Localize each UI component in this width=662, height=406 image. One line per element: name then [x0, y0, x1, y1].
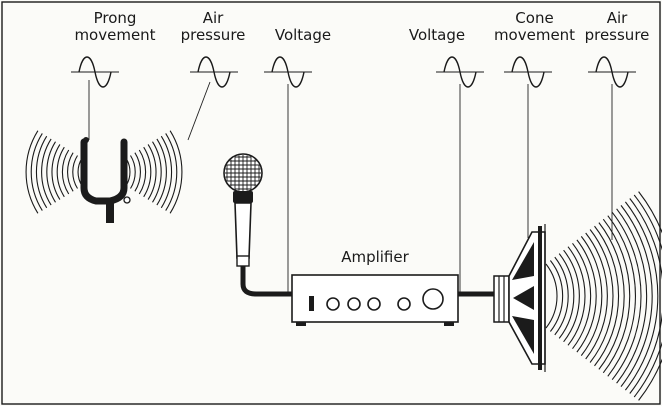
sound-wave-arc: [152, 141, 162, 203]
sound-wave-arc: [41, 138, 52, 206]
sine-wave-icon: [264, 56, 312, 88]
sine-wave-icon: [436, 56, 484, 88]
sound-wave-arc: [624, 201, 659, 391]
sound-wave-arc: [580, 236, 603, 356]
sound-wave-arc: [56, 146, 65, 198]
sound-wave-arc: [46, 141, 56, 203]
sound-wave-arc: [35, 135, 48, 209]
label-cone-movement: Cone movement: [482, 10, 587, 44]
mic-grille: [225, 155, 261, 191]
sound-wave-arc: [130, 155, 136, 189]
label-cone-line1: Cone: [515, 9, 554, 27]
sound-wave-arc: [638, 191, 662, 401]
sound-wave-arc: [567, 246, 586, 346]
amplifier-icon: [291, 274, 459, 326]
label-air-right-line2: pressure: [584, 26, 650, 44]
sine-wave-icon: [504, 56, 552, 88]
sound-wave-arc: [147, 144, 157, 200]
sound-wave-arc: [72, 155, 78, 189]
sound-wave-arc: [160, 135, 173, 209]
sound-wave-arc: [61, 149, 70, 195]
sound-wave-arc: [165, 133, 178, 211]
sound-wave-arc: [51, 144, 61, 200]
sound-waves-speaker: [545, 191, 662, 401]
label-air-right-line1: Air: [606, 9, 628, 27]
sound-wave-arc: [138, 149, 147, 195]
sound-wave-arc: [169, 130, 183, 214]
sound-wave-arc: [549, 260, 564, 332]
sound-wave-arc: [545, 263, 558, 329]
sound-wave-arc: [563, 249, 580, 343]
sound-wave-arc: [602, 218, 631, 374]
sound-wave-arc: [134, 152, 141, 192]
sound-wave-arc: [611, 211, 642, 381]
sound-wave-arc: [598, 222, 625, 370]
sound-wave-arc: [607, 215, 636, 377]
leader-air-left: [187, 81, 211, 141]
sound-wave-arc: [156, 138, 167, 206]
sound-wave-arc: [558, 253, 575, 339]
microphone-icon: [223, 153, 263, 267]
sound-wave-arc: [67, 152, 74, 192]
label-voltage-right: Voltage: [408, 26, 466, 44]
sine-wave-icon: [71, 56, 119, 88]
sound-wave-arc: [633, 194, 662, 398]
sound-wave-arc: [576, 239, 597, 353]
tuning-fork-icon: [80, 137, 131, 223]
label-air-pressure-left: Air pressure: [168, 10, 258, 44]
sound-waves-fork-right: [125, 130, 183, 214]
sound-wave-arc: [30, 133, 43, 211]
mic-cable: [240, 266, 292, 297]
sound-wave-arc: [143, 146, 152, 198]
label-prong-line2: movement: [74, 26, 156, 44]
label-cone-line2: movement: [493, 26, 576, 44]
sound-wave-arc: [25, 130, 39, 214]
sound-wave-arc: [629, 198, 662, 394]
sine-wave-icon: [190, 56, 238, 88]
label-prong-line1: Prong: [93, 9, 137, 27]
sound-wave-arc: [620, 205, 653, 387]
sine-wave-icon: [588, 56, 636, 88]
sound-wave-arc: [589, 229, 614, 363]
sound-wave-arc: [594, 225, 620, 367]
label-air-left-line2: pressure: [180, 26, 246, 44]
sound-wave-arc: [585, 232, 608, 360]
sound-wave-arc: [616, 208, 648, 384]
label-amplifier: Amplifier: [341, 248, 409, 266]
label-air-pressure-right: Air pressure: [576, 10, 658, 44]
sound-wave-arc: [572, 242, 592, 350]
loudspeaker-icon: [493, 224, 546, 372]
sound-waves-left: [25, 130, 83, 214]
label-voltage-left: Voltage: [274, 26, 332, 44]
sound-wave-arc: [554, 256, 569, 336]
label-air-left-line1: Air: [202, 9, 224, 27]
label-prong-movement: Prong movement: [60, 10, 170, 44]
